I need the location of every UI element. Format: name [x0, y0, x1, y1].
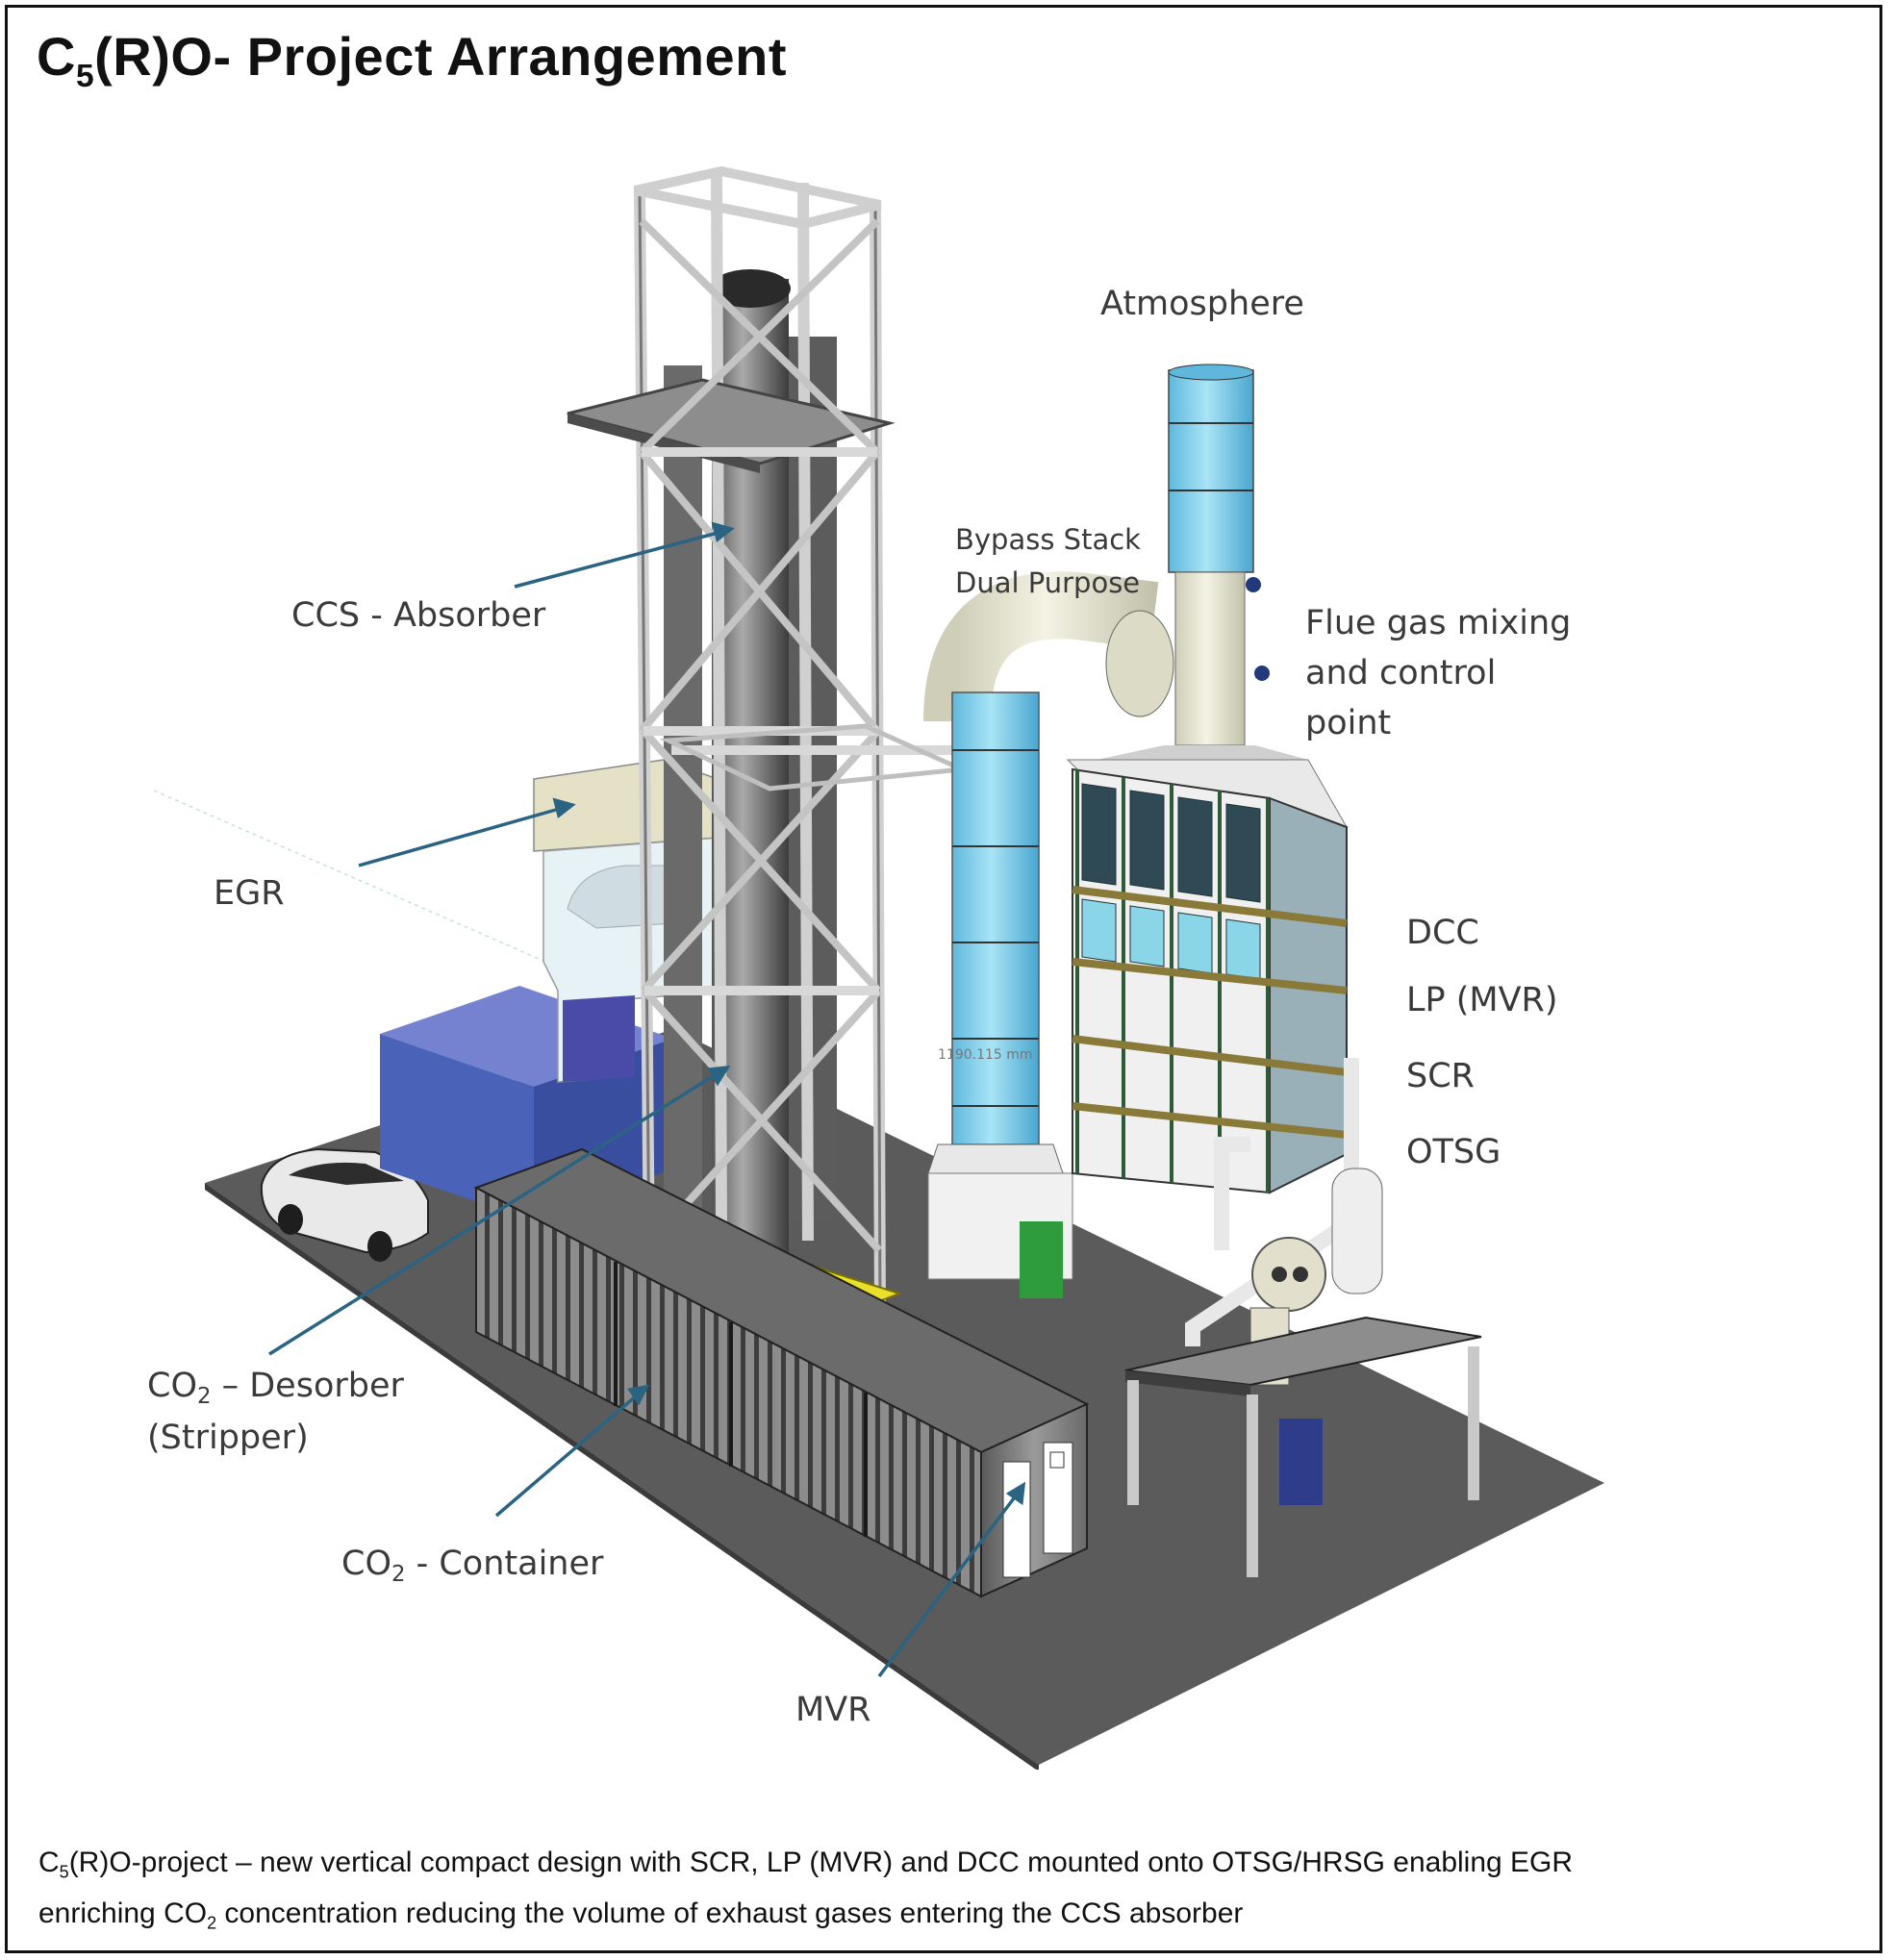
label-co2-container: CO2 - Container: [341, 1545, 604, 1587]
callout-arrows: [268, 521, 1026, 1678]
co2-container: [473, 1147, 1090, 1598]
main-stack: [1097, 364, 1308, 760]
label-flue-gas-2: and control: [1305, 654, 1497, 692]
label-flue-gas-1: Flue gas mixing: [1305, 604, 1572, 642]
otsg-module: [1066, 759, 1482, 1577]
figure-frame: [5, 5, 1882, 1953]
label-egr: EGR: [214, 874, 285, 913]
construction-line: [153, 790, 568, 972]
label-scr: SCR: [1406, 1057, 1475, 1095]
caption-line-2: enriching CO2 concentration reducing the…: [38, 1897, 1244, 1933]
label-mvr: MVR: [795, 1691, 871, 1729]
label-otsg: OTSG: [1406, 1133, 1501, 1171]
label-atmosphere: Atmosphere: [1100, 285, 1304, 323]
label-dcc: DCC: [1406, 914, 1479, 952]
ccs-absorber-tower: [567, 165, 971, 1319]
label-flue-gas-3: point: [1305, 704, 1392, 742]
label-co2-desorber: CO2 – Desorber: [147, 1367, 404, 1409]
plant-3d-render: [153, 165, 1604, 1770]
caption-line-1: C5(R)O-project – new vertical compact de…: [38, 1847, 1574, 1882]
label-bypass-stack-1: Bypass Stack: [955, 523, 1141, 556]
bypass-stack: [923, 571, 1159, 1298]
figure-caption: C5(R)O-project – new vertical compact de…: [38, 1842, 1856, 1945]
label-stripper: (Stripper): [147, 1419, 309, 1457]
page-title: C5(R)O- Project Arrangement: [37, 26, 787, 94]
label-ccs-absorber: CCS - Absorber: [291, 596, 546, 635]
label-bypass-stack-2: Dual Purpose: [955, 566, 1141, 599]
label-lp-mvr: LP (MVR): [1406, 981, 1558, 1019]
car-scale-reference: [260, 1147, 429, 1262]
label-dimension: 1190.115 mm: [938, 1047, 1033, 1063]
